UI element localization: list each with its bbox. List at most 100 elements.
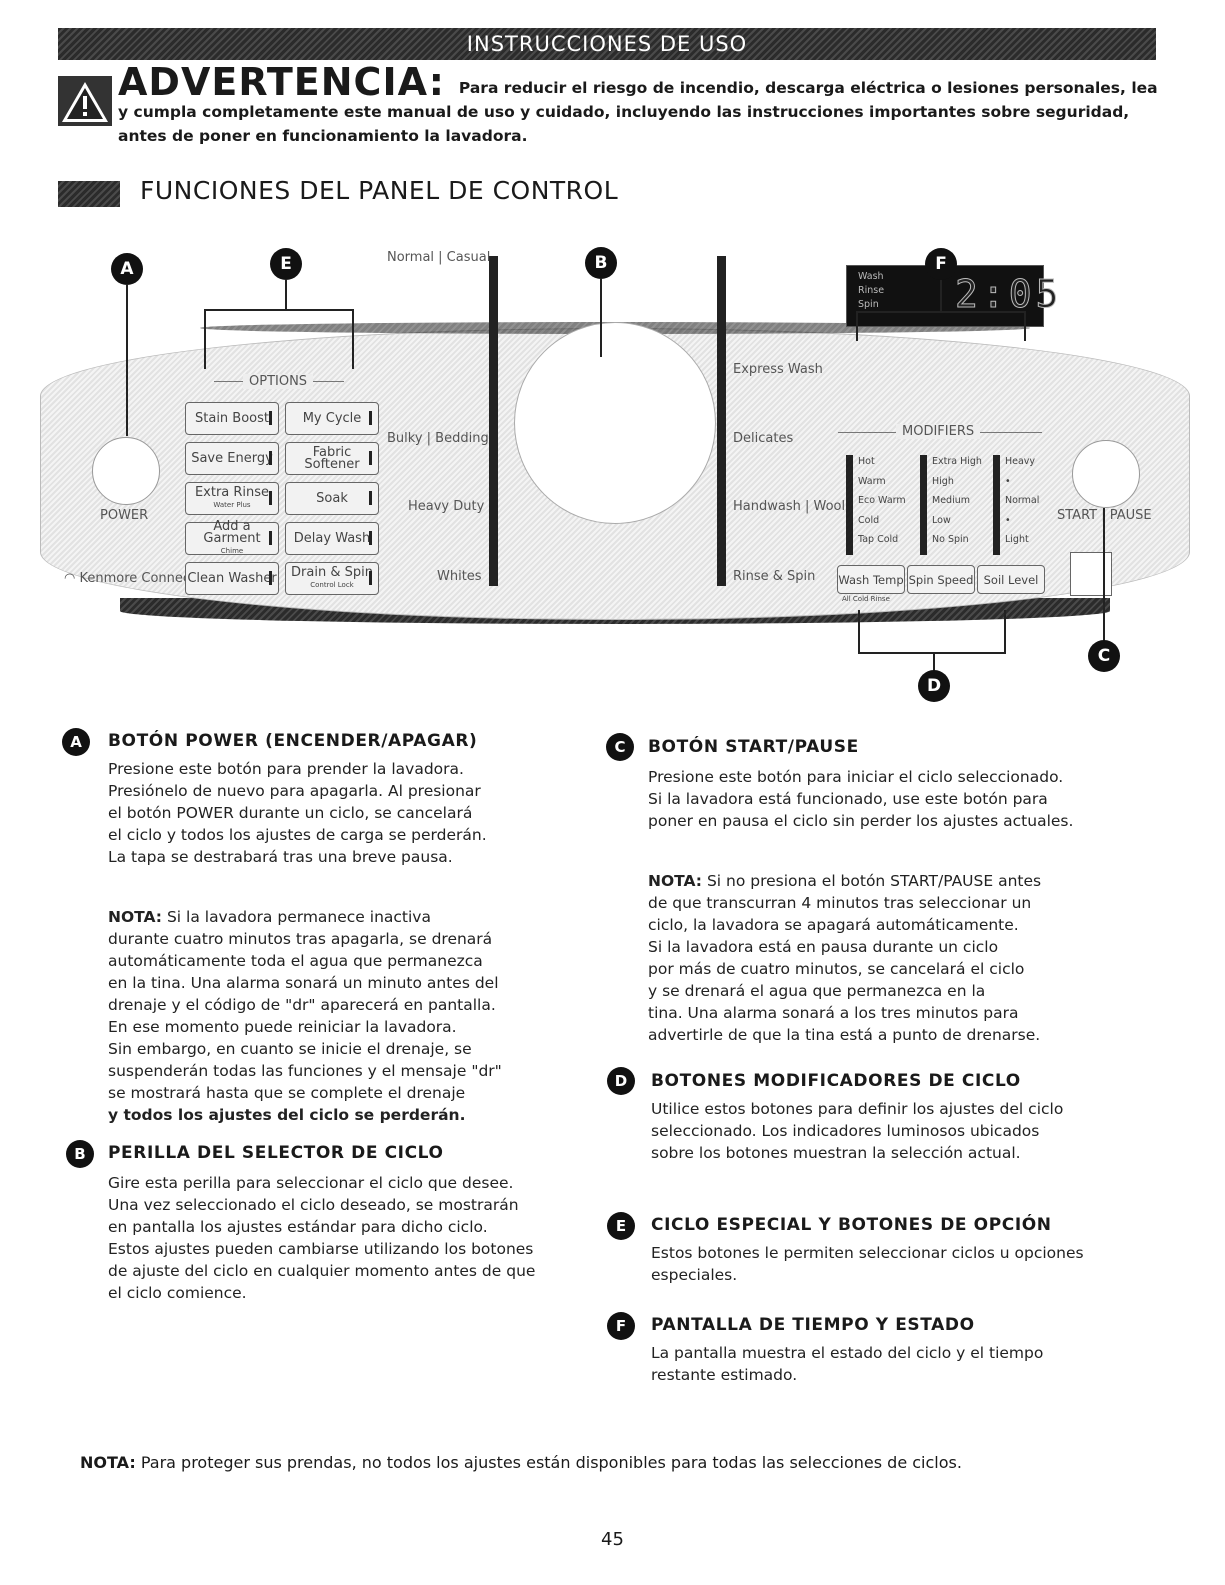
callout-f-bracket-left bbox=[856, 311, 858, 341]
option-indicator bbox=[269, 451, 272, 465]
option-button-stain-boost[interactable]: Stain Boost bbox=[185, 402, 279, 435]
callout-a-line bbox=[126, 284, 128, 436]
option-button-fabric-softener[interactable]: Fabric Softener bbox=[285, 442, 379, 475]
spin-speed-button[interactable]: Spin Speed bbox=[907, 565, 975, 594]
text-line: Estos botones le permiten seleccionar ci… bbox=[651, 1244, 1084, 1262]
callout-a: A bbox=[111, 253, 143, 285]
warning-icon bbox=[58, 76, 112, 126]
section-e-marker: E bbox=[607, 1212, 635, 1240]
section-f-title: PANTALLA DE TIEMPO Y ESTADO bbox=[651, 1315, 975, 1335]
text-line: el ciclo comience. bbox=[108, 1284, 247, 1302]
option-sublabel: Chime bbox=[220, 546, 244, 555]
callout-f-bracket bbox=[856, 311, 1026, 313]
soil-level-button[interactable]: Soil Level bbox=[977, 565, 1045, 594]
modifier-level: Extra High bbox=[932, 456, 982, 467]
text-line: Si no presiona el botón START/PAUSE ante… bbox=[706, 872, 1042, 890]
section-b-marker: B bbox=[66, 1140, 94, 1168]
section-c-note: NOTA: Si no presiona el botón START/PAUS… bbox=[648, 870, 1118, 1046]
modifier-level: Light bbox=[1005, 534, 1029, 545]
option-label: Fabric Softener bbox=[304, 444, 360, 472]
power-button[interactable] bbox=[92, 437, 160, 505]
cycle-bulky: Bulky | Bedding bbox=[387, 431, 489, 446]
section-d-body: Utilice estos botones para definir los a… bbox=[651, 1098, 1121, 1164]
section-a-marker: A bbox=[62, 728, 90, 756]
text-line: de que transcurran 4 minutos tras selecc… bbox=[648, 894, 1032, 912]
text-line: suspenderán todas las funciones y el men… bbox=[108, 1062, 502, 1080]
option-button-clean-washer[interactable]: Clean Washer bbox=[185, 562, 279, 595]
cycle-selector-knob[interactable] bbox=[514, 322, 716, 524]
section-f-body: La pantalla muestra el estado del ciclo … bbox=[651, 1342, 1121, 1386]
text-line: Estos ajustes pueden cambiarse utilizand… bbox=[108, 1240, 534, 1258]
status-rinse: Rinse bbox=[858, 285, 885, 296]
section-e-body: Estos botones le permiten seleccionar ci… bbox=[651, 1242, 1121, 1286]
section-a-title: BOTÓN POWER (ENCENDER/APAGAR) bbox=[108, 731, 478, 751]
option-button-save-energy[interactable]: Save Energy bbox=[185, 442, 279, 475]
modifier-level: • bbox=[1005, 475, 1011, 487]
text-line: durante cuatro minutos tras apagarla, se… bbox=[108, 930, 493, 948]
modifier-level: Warm bbox=[858, 475, 886, 487]
text-line: automáticamente toda el agua que permane… bbox=[108, 952, 483, 970]
cycle-heavy-duty: Heavy Duty bbox=[408, 499, 485, 514]
modifier-level: Cold bbox=[858, 514, 880, 526]
section-c-note-label: NOTA: bbox=[648, 872, 703, 890]
callout-b: B bbox=[585, 247, 617, 279]
option-label: My Cycle bbox=[302, 410, 362, 426]
callout-d-bracket-right bbox=[1004, 610, 1006, 654]
section-title: FUNCIONES DEL PANEL DE CONTROL bbox=[140, 176, 619, 205]
bottom-note-text: Para proteger sus prendas, no todos los … bbox=[140, 1453, 962, 1472]
modifier-level: Tap Cold bbox=[858, 534, 899, 545]
callout-d-line bbox=[933, 652, 935, 672]
start-pause-button[interactable] bbox=[1072, 440, 1140, 508]
text-line: Si la lavadora está en pausa durante un … bbox=[648, 938, 999, 956]
cycle-handwash: Handwash | Wool bbox=[733, 499, 846, 514]
callout-e-line bbox=[285, 280, 287, 310]
option-label: Clean Washer bbox=[187, 570, 277, 586]
option-indicator bbox=[269, 571, 272, 585]
text-line: especiales. bbox=[651, 1266, 738, 1284]
warning-block: ADVERTENCIA:Para reducir el riesgo de in… bbox=[118, 63, 1168, 148]
callout-d: D bbox=[918, 670, 950, 702]
bottom-note: NOTA: Para proteger sus prendas, no todo… bbox=[80, 1453, 962, 1472]
modifier-level: Normal bbox=[1005, 495, 1040, 506]
text-line: Presione este botón para iniciar el cicl… bbox=[648, 768, 1064, 786]
modifier-level: No Spin bbox=[932, 534, 969, 545]
text-line: advertirle de que la tina está a punto d… bbox=[648, 1026, 1041, 1044]
section-c-marker: C bbox=[606, 733, 634, 761]
time-readout: 2:05 bbox=[955, 272, 1063, 317]
section-a-note-label: NOTA: bbox=[108, 908, 163, 926]
section-e-title: CICLO ESPECIAL Y BOTONES DE OPCIÓN bbox=[651, 1215, 1052, 1235]
modifier-level: Medium bbox=[932, 495, 970, 506]
section-d-marker: D bbox=[607, 1067, 635, 1095]
text-line: sobre los botones muestran la selección … bbox=[651, 1144, 1021, 1162]
callout-e-bracket-right bbox=[352, 309, 354, 369]
text-line: Sin embargo, en cuanto se inicie el dren… bbox=[108, 1040, 472, 1058]
text-line: restante estimado. bbox=[651, 1366, 798, 1384]
option-button-soak[interactable]: Soak bbox=[285, 482, 379, 515]
section-f-marker: F bbox=[607, 1312, 635, 1340]
bottom-note-label: NOTA: bbox=[80, 1453, 136, 1472]
option-sublabel: Water Plus bbox=[213, 500, 251, 509]
option-indicator bbox=[369, 491, 372, 505]
cycle-indicator-right bbox=[717, 256, 726, 586]
option-button-my-cycle[interactable]: My Cycle bbox=[285, 402, 379, 435]
wash-temp-button[interactable]: Wash Temp bbox=[837, 565, 905, 594]
callout-f-line bbox=[940, 280, 942, 312]
option-button-delay-wash[interactable]: Delay Wash bbox=[285, 522, 379, 555]
warning-text: Para reducir el riesgo de incendio, desc… bbox=[118, 79, 1158, 145]
status-spin: Spin bbox=[858, 299, 879, 310]
text-line: tina. Una alarma sonará a los tres minut… bbox=[648, 1004, 1019, 1022]
section-b-body: Gire esta perilla para seleccionar el ci… bbox=[108, 1172, 588, 1304]
section-c-title: BOTÓN START/PAUSE bbox=[648, 737, 859, 757]
section-bar bbox=[58, 181, 120, 207]
modifier-indicator-bar bbox=[920, 455, 927, 555]
energy-star-logo bbox=[1070, 552, 1112, 596]
text-line: Presiónelo de nuevo para apagarla. Al pr… bbox=[108, 782, 481, 800]
section-c-body: Presione este botón para iniciar el cicl… bbox=[648, 766, 1118, 832]
option-label: Soak bbox=[316, 490, 348, 506]
text-line: drenaje y el código de "dr" aparecerá en… bbox=[108, 996, 496, 1014]
